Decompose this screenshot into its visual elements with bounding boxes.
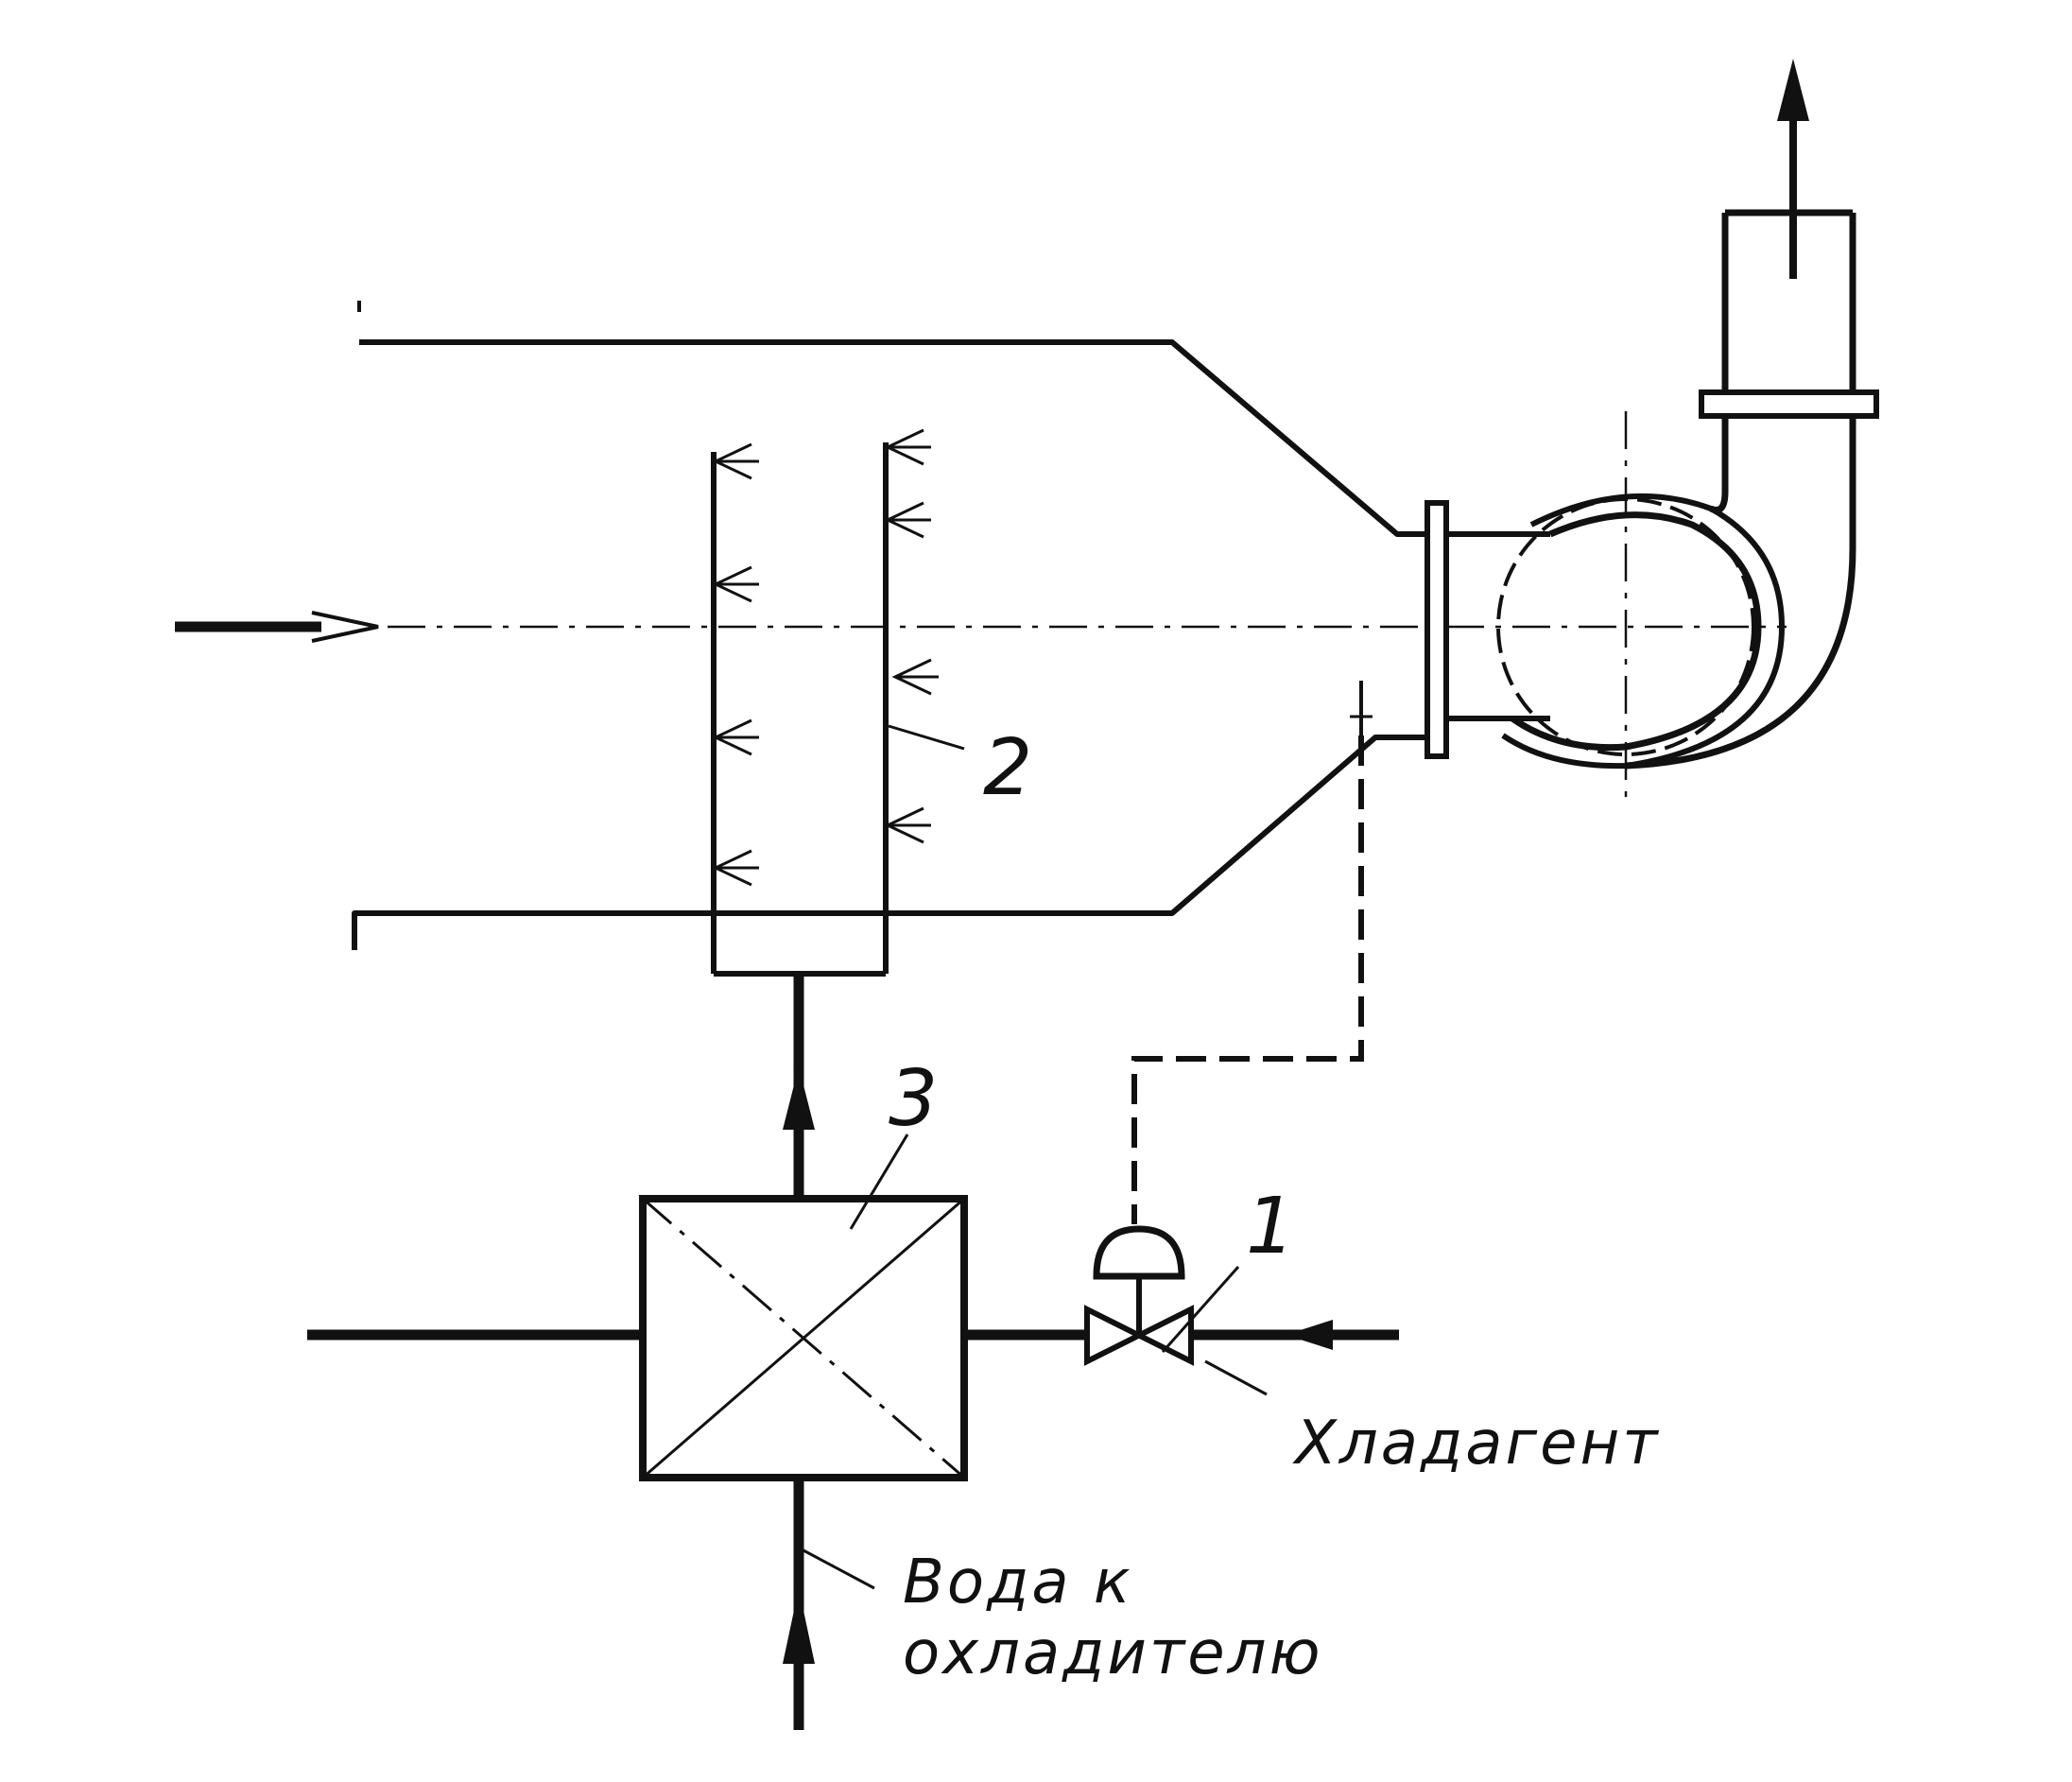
spray-nozzles-right bbox=[884, 428, 939, 844]
fan-assembly bbox=[1424, 209, 1879, 804]
fan-outlet-elbow-outer bbox=[1625, 213, 1856, 770]
label-refrigerant: Хладагент bbox=[1292, 1409, 1661, 1479]
refrigerant-line bbox=[964, 1320, 1399, 1350]
water-supply-arrow bbox=[783, 1066, 815, 1130]
leader-line-2 bbox=[888, 724, 965, 751]
control-impulse-line bbox=[1131, 735, 1364, 1224]
duct-flange bbox=[1424, 500, 1449, 759]
leader-line-3 bbox=[849, 1133, 909, 1230]
water-cooler bbox=[639, 1133, 968, 1481]
outlet-flange bbox=[1699, 389, 1879, 419]
label-water-line2: охладителю bbox=[903, 1618, 1322, 1688]
fan-volute-inner bbox=[1510, 511, 1762, 752]
control-valve bbox=[1084, 1225, 1268, 1396]
spray-nozzles-left bbox=[712, 442, 759, 887]
spray-chamber bbox=[352, 301, 1437, 950]
water-supply-riser bbox=[783, 974, 815, 1199]
chamber-bottom-wall bbox=[352, 735, 1437, 950]
fan-volute-outer bbox=[1501, 493, 1786, 770]
air-outlet-arrow bbox=[1777, 59, 1809, 279]
label-water-line1: Вода к bbox=[903, 1548, 1133, 1618]
water-inlet-arrow bbox=[783, 1588, 815, 1664]
label-valve: 1 bbox=[1246, 1182, 1295, 1272]
water-inlet-line bbox=[783, 1478, 875, 1730]
label-water-cooler: 3 bbox=[889, 1054, 938, 1144]
air-inlet-arrow bbox=[175, 611, 379, 643]
temperature-sensor bbox=[1350, 681, 1373, 735]
refrigerant-inlet-arrow bbox=[1286, 1320, 1333, 1350]
valve-actuator bbox=[1093, 1225, 1185, 1280]
leader-line-water bbox=[803, 1548, 875, 1590]
nozzle-header-assembly bbox=[711, 428, 965, 977]
chamber-top-wall bbox=[359, 339, 1437, 537]
fan-outlet-elbow-inner bbox=[1709, 213, 1729, 513]
leader-line-1 bbox=[1161, 1266, 1240, 1353]
label-nozzle-header: 2 bbox=[983, 723, 1032, 813]
leader-line-refrigerant bbox=[1204, 1359, 1268, 1396]
